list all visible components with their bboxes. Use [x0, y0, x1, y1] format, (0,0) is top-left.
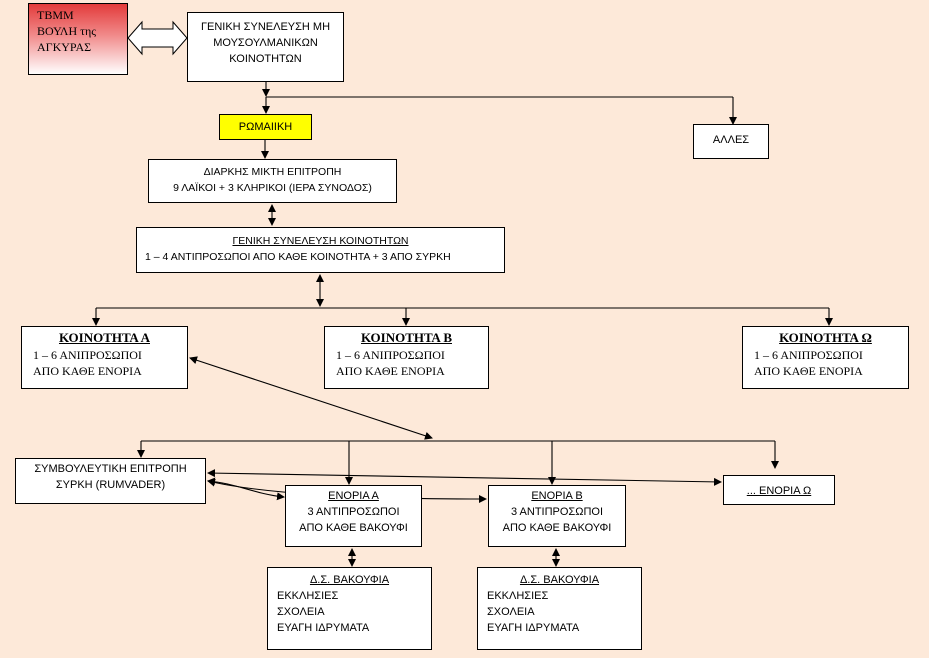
community-b-line-2: ΑΠΟ ΚΑΘΕ ΕΝΟΡΙΑ — [336, 364, 445, 378]
vakoufia-a-item-churches: ΕΚΚΛΗΣΙΕΣ — [277, 590, 339, 602]
permanent-mixed-committee-box: ΔΙΑΡΚΗΣ ΜΙΚΤΗ ΕΠΙΤΡΟΠΗ 9 ΛΑΪΚΟΙ + 3 ΚΛΗΡ… — [148, 159, 397, 203]
vakoufia-b-title: Δ.Σ. ΒΑΚΟΥΦΙΑ — [519, 574, 600, 586]
general-assembly-line-1: ΓΕΝΙΚΗ ΣΥΝΕΛΕΥΣΗ ΜΗ — [200, 21, 331, 33]
mixed-committee-line-1: ΔΙΑΡΚΗΣ ΜΙΚΤΗ ΕΠΙΤΡΟΠΗ — [203, 166, 342, 178]
community-omega-line-1: 1 – 6 ΑΝΙΠΡΟΣΩΠΟΙ — [754, 348, 863, 362]
vakoufia-a-title: Δ.Σ. ΒΑΚΟΥΦΙΑ — [309, 574, 390, 586]
community-a-line-1: 1 – 6 ΑΝΙΠΡΟΣΩΠΟΙ — [33, 348, 142, 362]
vakoufia-b-item-charities: ΕΥΑΓΗ ΙΔΡΥΜΑΤΑ — [487, 622, 580, 634]
general-community-title: ΓΕΝΙΚΗ ΣΥΝΕΛΕΥΣΗ ΚΟΙΝΟΤΗΤΩΝ — [232, 235, 409, 247]
parish-b-box: ΕΝΟΡΙΑ Β 3 ΑΝΤΙΠΡΟΣΩΠΟΙ ΑΠΟ ΚΑΘΕ ΒΑΚΟΥΦΙ — [488, 485, 626, 547]
general-assembly-line-2: ΜΟΥΣΟΥΛΜΑΝΙΚΩΝ — [213, 37, 318, 49]
community-a-box: ΚΟΙΝΟΤΗΤΑ Α 1 – 6 ΑΝΙΠΡΟΣΩΠΟΙ ΑΠΟ ΚΑΘΕ Ε… — [21, 326, 188, 389]
advisory-committee-box: ΣΥΜΒΟΥΛΕΥΤΙΚΗ ΕΠΙΤΡΟΠΗ ΣΥΡΚΗ (RUMVADER) — [15, 458, 206, 504]
general-community-assembly-box: ΓΕΝΙΚΗ ΣΥΝΕΛΕΥΣΗ ΚΟΙΝΟΤΗΤΩΝ 1 – 4 ΑΝΤΙΠΡ… — [136, 227, 505, 273]
tbmm-line-2: ΒΟΥΛΗ της — [37, 24, 96, 38]
double-arrow-tbmm-assembly — [127, 20, 188, 56]
parish-a-line-1: 3 ΑΝΤΙΠΡΟΣΩΠΟΙ — [307, 506, 400, 518]
alles-box: ΑΛΛΕΣ — [693, 124, 769, 159]
vakoufia-board-b-box: Δ.Σ. ΒΑΚΟΥΦΙΑ ΕΚΚΛΗΣΙΕΣ ΣΧΟΛΕΙΑ ΕΥΑΓΗ ΙΔ… — [477, 567, 642, 650]
advisory-line-1: ΣΥΜΒΟΥΛΕΥΤΙΚΗ ΕΠΙΤΡΟΠΗ — [34, 463, 187, 475]
alles-label: ΑΛΛΕΣ — [712, 134, 750, 146]
vakoufia-a-item-schools: ΣΧΟΛΕΙΑ — [277, 606, 325, 618]
romaiiki-label: ΡΩΜΑΙΙΚΗ — [238, 121, 293, 133]
double-arrow-advisory-parish-omega — [207, 469, 722, 486]
general-assembly-line-3: ΚΟΙΝΟΤΗΤΩΝ — [229, 53, 302, 65]
community-omega-line-2: ΑΠΟ ΚΑΘΕ ΕΝΟΡΙΑ — [754, 364, 863, 378]
parish-b-line-1: 3 ΑΝΤΙΠΡΟΣΩΠΟΙ — [510, 506, 604, 518]
advisory-line-2: ΣΥΡΚΗ (RUMVADER) — [55, 479, 166, 491]
parish-omega-box: ... ΕΝΟΡΙΑ Ω — [723, 475, 835, 505]
parish-b-line-2: ΑΠΟ ΚΑΘΕ ΒΑΚΟΥΦΙ — [502, 522, 612, 534]
diagonal-community-a-to-branch — [189, 356, 433, 440]
tbmm-line-1: TBMM — [37, 8, 74, 22]
parish-a-line-2: ΑΠΟ ΚΑΘΕ ΒΑΚΟΥΦΙ — [299, 522, 408, 534]
vakoufia-b-item-schools: ΣΧΟΛΕΙΑ — [487, 606, 535, 618]
general-community-detail: 1 – 4 ΑΝΤΙΠΡΟΣΩΠΟΙ ΑΠΟ ΚΑΘΕ ΚΟΙΝΟΤΗΤΑ + … — [145, 251, 451, 263]
community-a-title: ΚΟΙΝΟΤΗΤΑ Α — [58, 330, 150, 345]
vakoufia-board-a-box: Δ.Σ. ΒΑΚΟΥΦΙΑ ΕΚΚΛΗΣΙΕΣ ΣΧΟΛΕΙΑ ΕΥΑΓΗ ΙΔ… — [267, 567, 432, 650]
general-assembly-non-muslim-box: ΓΕΝΙΚΗ ΣΥΝΕΛΕΥΣΗ ΜΗ ΜΟΥΣΟΥΛΜΑΝΙΚΩΝ ΚΟΙΝΟ… — [187, 12, 344, 82]
tbmm-box: TBMM ΒΟΥΛΗ της ΑΓΚΥΡΑΣ — [28, 3, 128, 75]
parish-a-title: ΕΝΟΡΙΑ Α — [328, 490, 379, 502]
branch-line-top — [266, 96, 733, 124]
mixed-committee-line-2: 9 ΛΑΪΚΟΙ + 3 ΚΛΗΡΙΚΟΙ (ΙΕΡΑ ΣΥΝΟΔΟΣ) — [173, 182, 372, 194]
community-b-title: ΚΟΙΝΟΤΗΤΑ Β — [360, 330, 452, 345]
community-b-box: ΚΟΙΝΟΤΗΤΑ Β 1 – 6 ΑΝΙΠΡΟΣΩΠΟΙ ΑΠΟ ΚΑΘΕ Ε… — [324, 326, 489, 389]
parish-omega-label: ... ΕΝΟΡΙΑ Ω — [746, 485, 812, 497]
parish-a-box: ΕΝΟΡΙΑ Α 3 ΑΝΤΙΠΡΟΣΩΠΟΙ ΑΠΟ ΚΑΘΕ ΒΑΚΟΥΦΙ — [285, 485, 422, 547]
community-omega-title: ΚΟΙΝΟΤΗΤΑ Ω — [779, 330, 872, 345]
community-a-line-2: ΑΠΟ ΚΑΘΕ ΕΝΟΡΙΑ — [33, 364, 142, 378]
tbmm-line-3: ΑΓΚΥΡΑΣ — [37, 40, 92, 54]
vakoufia-a-item-charities: ΕΥΑΓΗ ΙΔΡΥΜΑΤΑ — [277, 622, 370, 634]
community-omega-box: ΚΟΙΝΟΤΗΤΑ Ω 1 – 6 ΑΝΙΠΡΟΣΩΠΟΙ ΑΠΟ ΚΑΘΕ Ε… — [742, 326, 909, 389]
romaiiki-box: ΡΩΜΑΙΙΚΗ — [219, 114, 312, 140]
community-b-line-1: 1 – 6 ΑΝΙΠΡΟΣΩΠΟΙ — [336, 348, 445, 362]
parish-b-title: ΕΝΟΡΙΑ Β — [531, 490, 583, 502]
vakoufia-b-item-churches: ΕΚΚΛΗΣΙΕΣ — [487, 590, 549, 602]
